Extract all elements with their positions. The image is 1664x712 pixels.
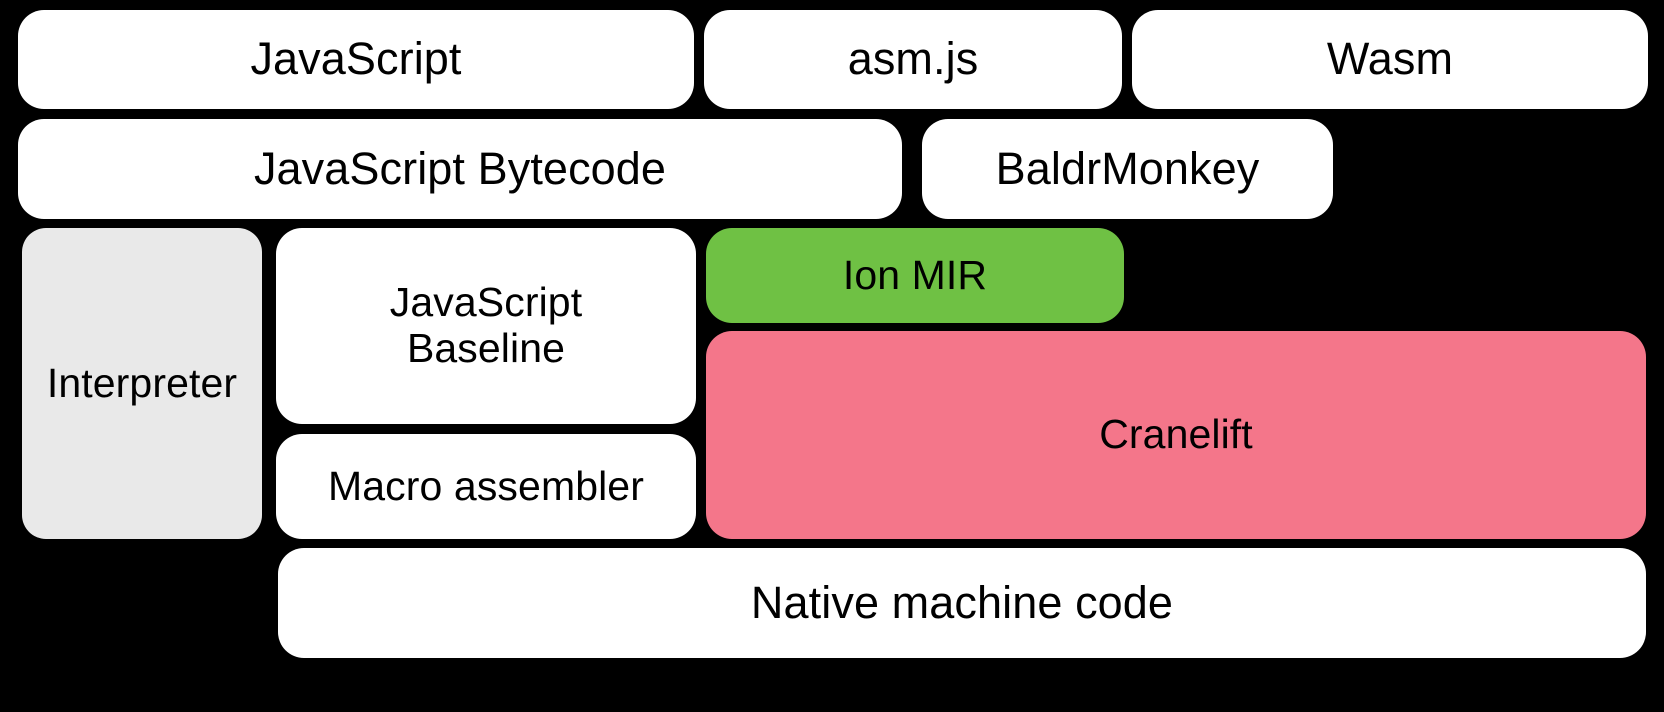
node-javascript-baseline: JavaScript Baseline xyxy=(276,228,696,424)
node-interpreter: Interpreter xyxy=(22,228,262,539)
node-ion-mir: Ion MIR xyxy=(706,228,1124,323)
node-cranelift: Cranelift xyxy=(706,331,1646,539)
node-wasm: Wasm xyxy=(1132,10,1648,109)
node-javascript-bytecode: JavaScript Bytecode xyxy=(18,119,902,219)
node-baldrmonkey: BaldrMonkey xyxy=(922,119,1333,219)
node-macro-assembler: Macro assembler xyxy=(276,434,696,539)
node-asmjs: asm.js xyxy=(704,10,1122,109)
node-native-machine-code: Native machine code xyxy=(278,548,1646,658)
node-javascript: JavaScript xyxy=(18,10,694,109)
